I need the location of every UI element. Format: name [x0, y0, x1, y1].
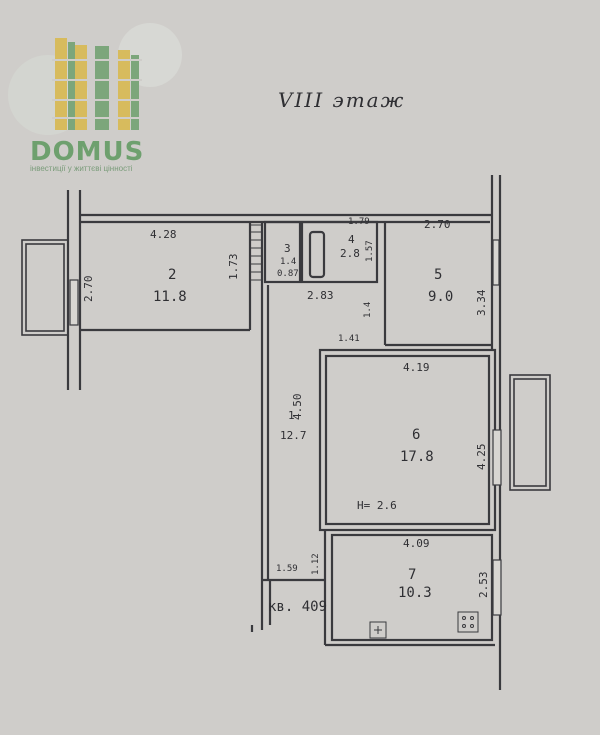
apartment-label: кв. 409	[268, 599, 328, 615]
dimension-label: 1.73	[227, 253, 240, 281]
room-area: 11.8	[153, 289, 187, 305]
stove-icon	[457, 611, 479, 633]
dimension-label: 2.70	[424, 218, 451, 231]
sink-icon	[369, 621, 387, 639]
dimension-label: 0.87	[277, 269, 299, 279]
dimension-label: 2.53	[477, 571, 490, 599]
ceiling-height: H= 2.6	[357, 499, 397, 512]
room-number: 6	[412, 427, 421, 443]
room-area: 9.0	[428, 289, 454, 305]
room-area: 10.3	[398, 585, 432, 601]
dimension-label: 4.50	[291, 393, 304, 421]
dimension-label: 1.59	[276, 564, 298, 574]
dimension-label: 4.25	[475, 443, 488, 471]
dimension-label: 1.79	[348, 217, 370, 227]
dimension-label: 1.12	[311, 553, 321, 575]
dimension-label: 4.28	[150, 228, 177, 241]
room-number: 5	[434, 267, 443, 283]
room-area: 17.8	[400, 449, 434, 465]
dimension-label: 1.41	[338, 334, 360, 344]
room-area: 1.4	[280, 257, 297, 267]
dimension-label: 4.19	[403, 361, 430, 374]
balconies	[21, 239, 551, 491]
dimension-label: 1.4	[363, 301, 373, 318]
floor-title: VIII этаж	[278, 88, 406, 112]
room-number: 2	[168, 267, 177, 283]
brand-name: DOMUS	[30, 137, 145, 167]
dimension-label: 3.34	[475, 289, 488, 317]
ventilation-shaft	[249, 224, 263, 281]
brand-tagline: інвестиції у життєві цінності	[30, 164, 133, 173]
dimension-label: 2.70	[82, 275, 95, 303]
dimension-label: 2.83	[307, 289, 334, 302]
room-area: 2.8	[340, 247, 360, 260]
room-number: 1	[288, 409, 295, 422]
dimension-label: 1.57	[365, 240, 375, 262]
windows	[69, 239, 502, 616]
room-area: 12.7	[280, 429, 307, 442]
dimension-label: 4.09	[403, 537, 430, 550]
room-number: 7	[408, 567, 417, 583]
room-number: 4	[348, 233, 355, 246]
domus-logo-icon	[8, 23, 182, 135]
room-number: 3	[284, 242, 291, 255]
